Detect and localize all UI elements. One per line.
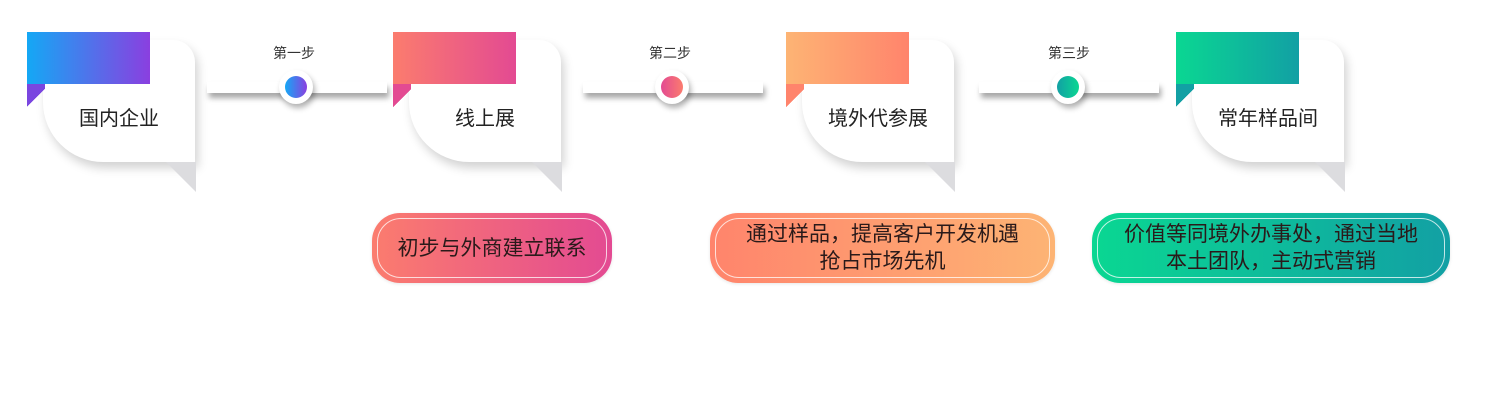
step-label: 第三步 bbox=[1048, 46, 1090, 62]
description-pill-showroom: 价值等同境外办事处，通过当地 本土团队，主动式营销 bbox=[1092, 213, 1450, 283]
step-connector bbox=[583, 70, 763, 110]
step-label: 第二步 bbox=[649, 46, 691, 62]
card-label: 国内企业 bbox=[79, 106, 159, 130]
card-fold-corner bbox=[786, 84, 804, 112]
step-connector bbox=[207, 70, 387, 110]
pill-text: 初步与外商建立联系 bbox=[377, 218, 607, 278]
step-knob bbox=[1051, 70, 1085, 104]
description-pill-online: 初步与外商建立联系 bbox=[372, 213, 612, 283]
card-tail bbox=[925, 162, 955, 192]
stage-card-online-exhibition: 线上展 bbox=[393, 32, 568, 192]
pill-text: 价值等同境外办事处，通过当地 本土团队，主动式营销 bbox=[1097, 218, 1445, 278]
card-label: 线上展 bbox=[455, 106, 515, 130]
step-knob bbox=[655, 70, 689, 104]
card-fold-corner bbox=[393, 84, 411, 112]
card-fold-corner bbox=[1176, 84, 1194, 112]
stage-card-domestic-enterprise: 国内企业 bbox=[27, 32, 202, 192]
card-color-tab bbox=[1176, 32, 1299, 84]
card-color-tab bbox=[27, 32, 150, 84]
pill-text-line: 通过样品，提高客户开发机遇 bbox=[746, 222, 1019, 246]
card-label: 常年样品间 bbox=[1218, 106, 1318, 130]
stage-card-overseas-proxy-exhibition: 境外代参展 bbox=[786, 32, 961, 192]
card-tail bbox=[166, 162, 196, 192]
card-fold-corner bbox=[27, 84, 45, 112]
card-color-tab bbox=[786, 32, 909, 84]
card-label: 境外代参展 bbox=[828, 106, 928, 130]
step-dot-icon bbox=[285, 76, 307, 98]
step-label: 第一步 bbox=[273, 46, 315, 62]
card-color-tab bbox=[393, 32, 516, 84]
description-pill-overseas: 通过样品，提高客户开发机遇 抢占市场先机 bbox=[710, 213, 1055, 283]
card-tail bbox=[1315, 162, 1345, 192]
step-dot-icon bbox=[1057, 76, 1079, 98]
card-tail bbox=[532, 162, 562, 192]
pill-text-line: 初步与外商建立联系 bbox=[397, 235, 587, 260]
step-knob bbox=[279, 70, 313, 104]
pill-text: 通过样品，提高客户开发机遇 抢占市场先机 bbox=[715, 218, 1050, 278]
stage-card-year-round-showroom: 常年样品间 bbox=[1176, 32, 1351, 192]
pill-text-line: 抢占市场先机 bbox=[819, 249, 946, 273]
pill-text-line: 本土团队，主动式营销 bbox=[1166, 249, 1376, 273]
pill-text-line: 价值等同境外办事处，通过当地 bbox=[1124, 222, 1418, 246]
step-dot-icon bbox=[661, 76, 683, 98]
step-connector bbox=[979, 70, 1159, 110]
